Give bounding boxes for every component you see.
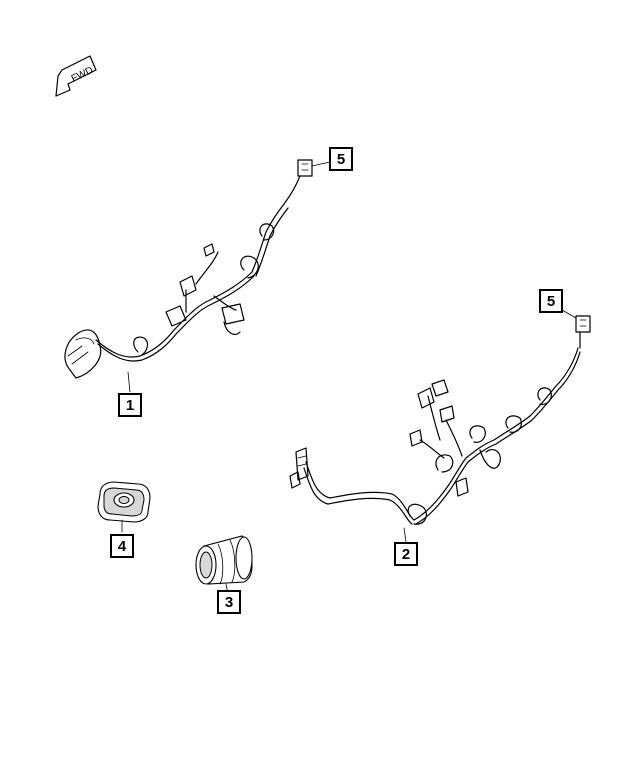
leader-line-1	[127, 371, 131, 393]
fwd-label: FWD	[70, 65, 95, 85]
callout-5a[interactable]: 5	[329, 147, 353, 171]
grommet-plate-icon	[97, 481, 151, 523]
wiring-harness-right	[289, 315, 591, 525]
callout-5b[interactable]: 5	[539, 289, 563, 313]
grommet-cylinder-icon	[195, 535, 253, 585]
callout-2[interactable]: 2	[394, 542, 418, 566]
forward-direction-arrow-icon: FWD	[55, 55, 97, 97]
leader-line-5b	[561, 309, 577, 319]
callout-4[interactable]: 4	[110, 534, 134, 558]
callout-1[interactable]: 1	[118, 393, 142, 417]
leader-line-2	[403, 527, 407, 543]
callout-3[interactable]: 3	[217, 590, 241, 614]
wiring-harness-left	[64, 159, 313, 379]
leader-line-5a	[311, 161, 331, 167]
